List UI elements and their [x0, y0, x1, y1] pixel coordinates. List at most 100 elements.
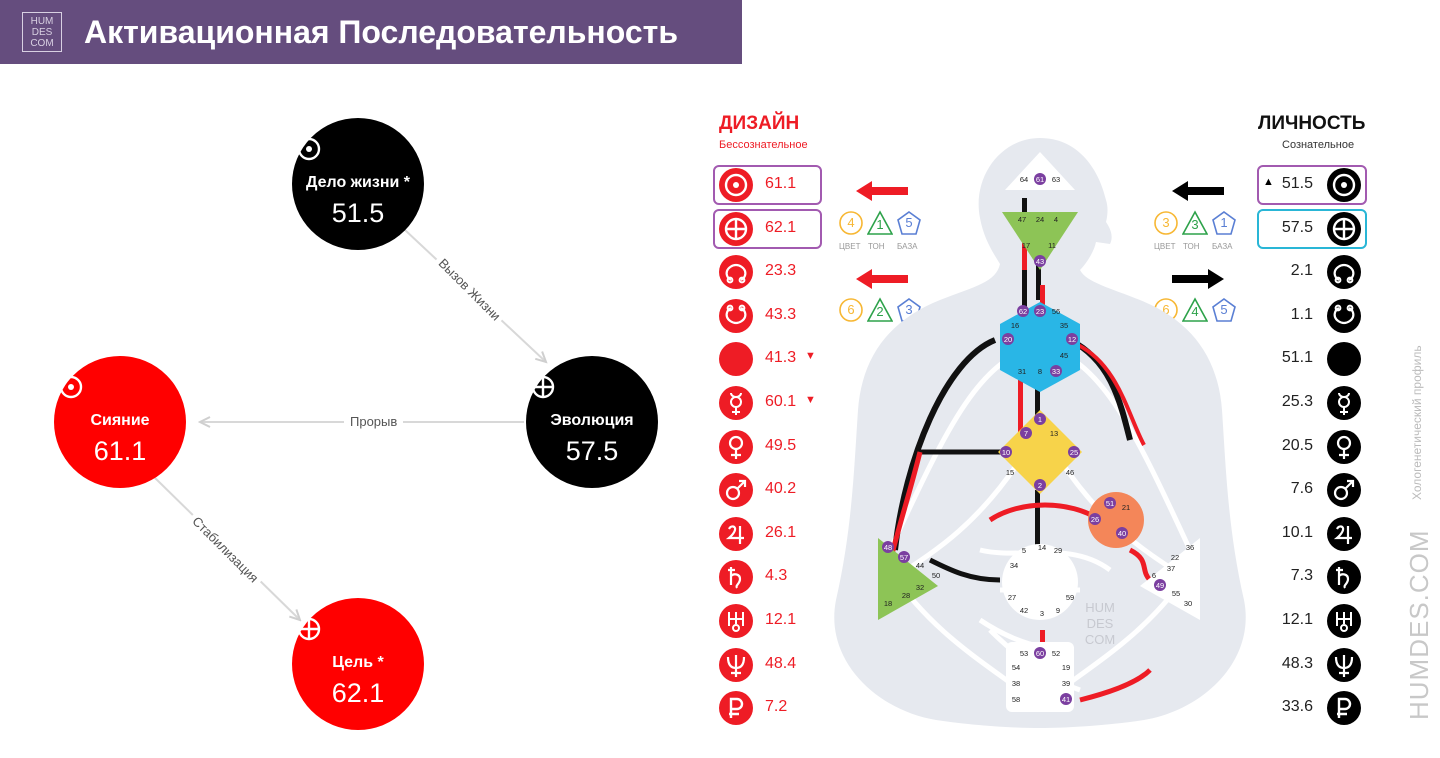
gate-number: 12 [1068, 335, 1076, 344]
gate-number: 2 [1038, 481, 1042, 490]
variable-tone-caption: ТОН [868, 242, 885, 251]
active-gate-marker [1116, 527, 1128, 539]
active-gate-marker [1154, 579, 1166, 591]
spleen-center [878, 538, 938, 620]
design-gate-value: 41.3 [765, 349, 797, 367]
active-gate-marker [898, 551, 910, 563]
design-planet-row[interactable]: 43.3 [713, 296, 823, 336]
design-highlight-sun [713, 165, 822, 205]
sun-icon [54, 370, 88, 404]
watermark-line: HUM [1085, 600, 1115, 615]
gate-number: 47 [1018, 215, 1026, 224]
design-gate-value: 7.2 [765, 698, 788, 716]
node-life-work[interactable]: Дело жизни * 51.5 [292, 118, 424, 250]
active-gate-marker [1034, 479, 1046, 491]
personality-planet-row[interactable]: 10.1 [1257, 514, 1367, 554]
personality-planet-row[interactable]: 2.1 [1257, 252, 1367, 292]
personality-planet-row[interactable]: 1.1 [1257, 296, 1367, 336]
gate-number: 44 [916, 561, 924, 570]
personality-gate-value: 33.6 [1281, 698, 1313, 716]
gate-number: 30 [1184, 599, 1192, 608]
gate-number: 63 [1052, 175, 1060, 184]
gate-number: 14 [1038, 543, 1046, 552]
watermark-line: DES [1087, 616, 1114, 631]
gate-number: 25 [1070, 448, 1078, 457]
personality-gate-value: 48.3 [1281, 654, 1313, 672]
gate-number: 42 [1020, 606, 1028, 615]
north-node-icon [1327, 255, 1361, 290]
personality-planet-row[interactable]: 57.5 [1257, 209, 1367, 249]
mercury-icon [719, 386, 753, 420]
gate-number: 41 [1062, 695, 1070, 704]
variable-color-value: 4 [847, 215, 855, 230]
gate-number: 50 [932, 571, 940, 580]
variable-color-badge: 4 [838, 210, 864, 236]
gate-number: 23 [1036, 307, 1044, 316]
node-value: 51.5 [331, 198, 385, 228]
gate-number: 1 [1038, 415, 1042, 424]
personality-gate-value: 7.6 [1290, 480, 1313, 498]
up-triangle-icon: ▲ [1263, 176, 1274, 188]
design-planet-row[interactable]: 41.3▼ [713, 339, 823, 379]
personality-planet-row[interactable]: 33.6 [1257, 688, 1367, 728]
gate-number: 54 [1012, 663, 1020, 672]
design-planet-row[interactable]: 7.2 [713, 688, 823, 728]
personality-gate-value: 7.3 [1290, 567, 1313, 585]
design-gate-value: 12.1 [765, 611, 797, 628]
humdes-logo[interactable]: HUM DES COM [22, 12, 62, 52]
node-purpose[interactable]: Цель * 62.1 [292, 598, 424, 730]
design-planet-row[interactable]: 26.1 [713, 514, 823, 554]
gate-number: 64 [1020, 175, 1028, 184]
personality-planet-row[interactable]: 7.6 [1257, 470, 1367, 510]
gate-number: 24 [1036, 215, 1044, 224]
variable-base-badge: 5 [896, 210, 922, 236]
gate-number: 45 [1060, 351, 1068, 360]
gate-number: 52 [1052, 649, 1060, 658]
personality-planet-row[interactable]: 48.3 [1257, 645, 1367, 685]
gate-number: 16 [1011, 321, 1019, 330]
gate-number: 31 [1018, 367, 1026, 376]
design-planet-row[interactable]: 62.1 [713, 209, 823, 249]
personality-planet-row[interactable]: 25.3 [1257, 383, 1367, 423]
gate-number: 39 [1062, 679, 1070, 688]
personality-planet-row[interactable]: 51.5 ▲ [1257, 165, 1367, 205]
mars-icon [719, 473, 753, 508]
solar-plexus-center [1140, 538, 1200, 620]
variable-tone-caption: ТОН [1183, 242, 1200, 251]
design-gate-value: 23.3 [765, 262, 797, 280]
bodygraph-watermark: HUM DES COM [1085, 600, 1115, 647]
gate-number: 48 [884, 543, 892, 552]
node-value: 57.5 [565, 436, 619, 466]
variable-tone-value: 2 [876, 304, 884, 319]
personality-planet-row[interactable]: 12.1 [1257, 601, 1367, 641]
node-radiance[interactable]: Сияние 61.1 [54, 356, 186, 488]
personality-planet-row[interactable]: 20.5 [1257, 427, 1367, 467]
personality-highlight-sun [1257, 165, 1367, 205]
personality-planet-row[interactable]: 51.1 [1257, 339, 1367, 379]
design-planet-row[interactable]: 61.1 [713, 165, 823, 205]
variable-base-caption: БАЗА [1212, 242, 1233, 251]
active-gate-marker [882, 541, 894, 553]
node-label: Цель * [332, 654, 384, 671]
node-evolution[interactable]: Эволюция 57.5 [526, 356, 658, 488]
design-planet-row[interactable]: 48.4 [713, 645, 823, 685]
design-planet-row[interactable]: 12.1 [713, 601, 823, 641]
personality-planet-row[interactable]: 7.3 [1257, 557, 1367, 597]
design-gate-value: 48.4 [765, 654, 797, 672]
uranus-icon [1327, 604, 1361, 638]
mercury-icon [1327, 386, 1361, 420]
design-planet-row[interactable]: 23.3 [713, 252, 823, 292]
design-planet-row[interactable]: 49.5 [713, 427, 823, 467]
design-planet-row[interactable]: 4.3 [713, 557, 823, 597]
gate-number: 35 [1060, 321, 1068, 330]
design-planet-row[interactable]: 40.2 [713, 470, 823, 510]
gate-number: 60 [1036, 649, 1044, 658]
variable-tone-badge: 4 [1182, 297, 1208, 323]
gate-number: 27 [1008, 593, 1016, 602]
variable-base-value: 1 [1220, 215, 1228, 230]
saturn-icon [719, 560, 753, 595]
design-planet-row[interactable]: 60.1▼ [713, 383, 823, 423]
variable-base-value: 3 [905, 302, 913, 317]
personality-gate-value: 51.5 [1281, 175, 1313, 192]
